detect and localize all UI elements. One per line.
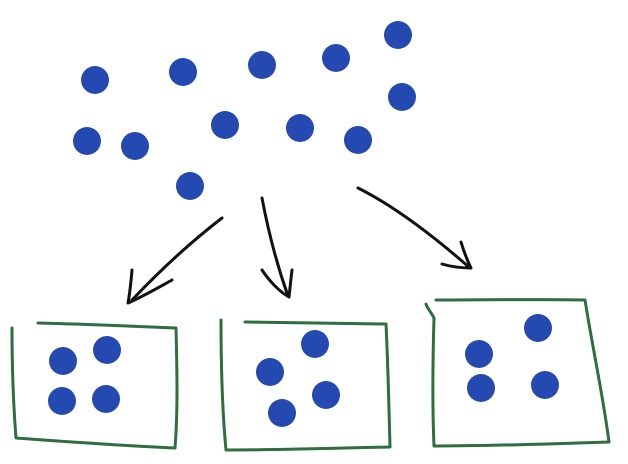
group-box-2 (219, 318, 392, 452)
arrow-left (126, 216, 224, 305)
group-box-2-outline (219, 318, 392, 452)
pool-dot-4 (322, 44, 350, 72)
group-2-dot-1 (301, 330, 329, 358)
group-box-3-outline (424, 298, 611, 448)
group-3-dot-4 (531, 371, 559, 399)
pool-dot-8 (121, 132, 149, 160)
group-2-dot-4 (268, 399, 296, 427)
group-1-dot-2 (93, 336, 121, 364)
group-3-dot-3 (467, 374, 495, 402)
pool-dot-7 (73, 127, 101, 155)
pool-dot-6 (388, 83, 416, 111)
pool-dot-1 (81, 66, 109, 94)
group-box-1 (10, 321, 179, 450)
group-3-dot-1 (524, 314, 552, 342)
arrows (126, 186, 473, 305)
pool-dot-3 (248, 51, 276, 79)
source-pool (73, 21, 416, 200)
group-3-dot-2 (465, 340, 493, 368)
group-2-dot-2 (256, 358, 284, 386)
group-box-3 (424, 298, 611, 448)
pool-dot-9 (211, 111, 239, 139)
pool-dot-12 (176, 172, 204, 200)
group-1-dot-4 (92, 385, 120, 413)
arrow-middle (260, 196, 294, 299)
group-2-dot-3 (312, 381, 340, 409)
pool-dot-10 (286, 114, 314, 142)
group-1-dot-3 (48, 387, 76, 415)
group-box-1-outline (10, 321, 179, 450)
pool-dot-5 (384, 21, 412, 49)
group-1-dot-1 (49, 347, 77, 375)
pool-dot-11 (344, 126, 372, 154)
pool-dot-2 (169, 58, 197, 86)
arrow-right (356, 186, 473, 270)
